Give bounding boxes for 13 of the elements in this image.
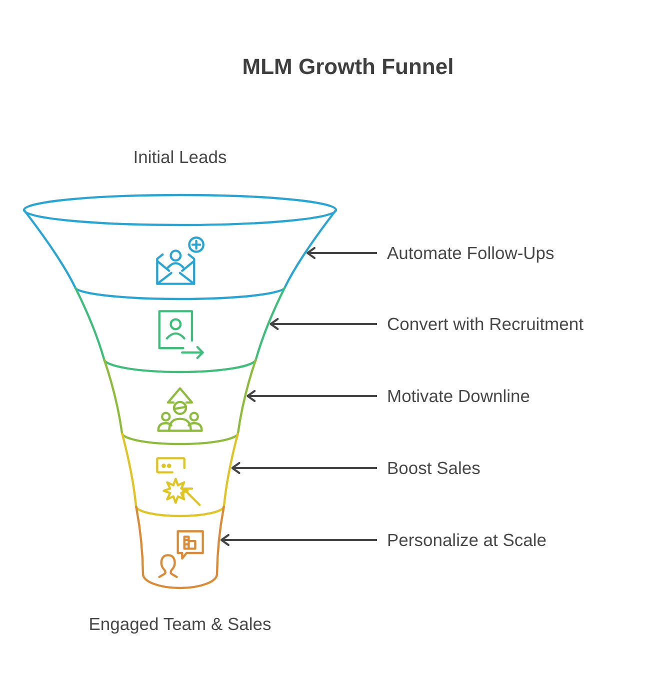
step-label: Automate Follow-Ups <box>387 242 554 264</box>
arrow <box>220 534 377 546</box>
step-label: Motivate Downline <box>387 386 530 406</box>
arrow <box>306 247 377 259</box>
step-label: Personalize at Scale <box>387 530 547 550</box>
funnel-bottom-label: Engaged Team & Sales <box>88 614 272 634</box>
arrow <box>246 390 377 402</box>
step-label: Convert with Recruitment <box>387 314 584 334</box>
step-label: Boost Sales <box>387 458 480 478</box>
funnel-top-label: Initial Leads <box>133 146 227 168</box>
arrow <box>270 318 377 330</box>
diagram-title: MLM Growth Funnel <box>242 54 454 80</box>
arrow <box>231 462 377 474</box>
